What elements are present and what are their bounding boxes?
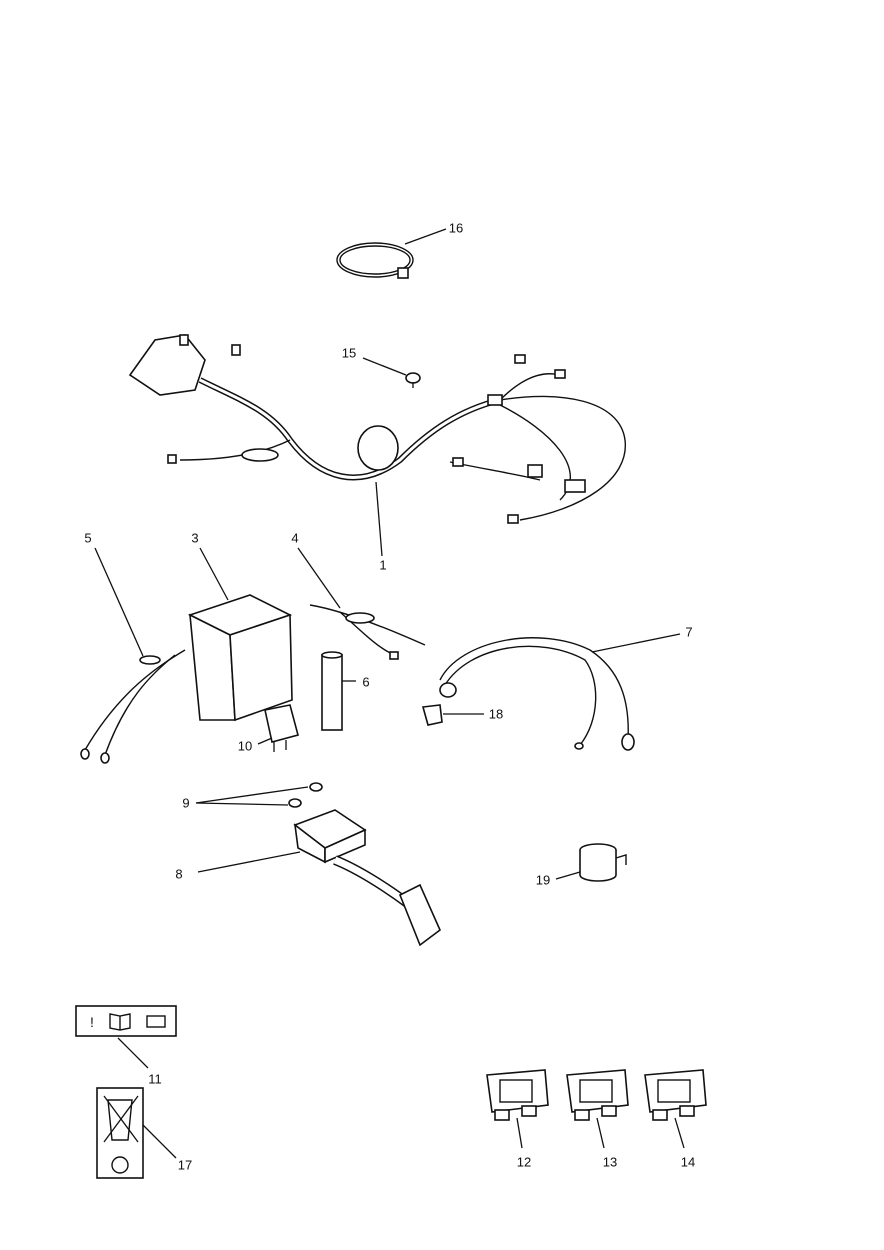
part-3-battery <box>187 547 293 722</box>
part-1-main-harness <box>128 334 626 557</box>
part-7-sub-harness <box>439 633 681 751</box>
part-18-connector <box>421 704 484 726</box>
part-15-clip <box>362 357 421 388</box>
warning-icon: ! <box>90 1014 94 1030</box>
callout-6: 6 <box>362 674 370 690</box>
callout-16: 16 <box>448 220 464 236</box>
part-14-fuse <box>644 1069 707 1149</box>
part-11-warning-label: ! <box>75 1005 177 1069</box>
callout-13: 13 <box>602 1154 618 1170</box>
callout-17: 17 <box>177 1157 193 1173</box>
part-8-regulator <box>197 809 441 947</box>
callout-11: 11 <box>148 1071 162 1087</box>
callout-8: 8 <box>175 866 183 882</box>
recycle-icon <box>111 1156 129 1174</box>
callout-4: 4 <box>291 530 299 546</box>
wheelie-bin-icon <box>107 1099 133 1141</box>
callout-9: 9 <box>182 795 190 811</box>
callout-19: 19 <box>535 872 551 888</box>
callout-18: 18 <box>488 706 504 722</box>
part-13-fuse <box>566 1069 629 1149</box>
part-9-screws <box>195 782 323 808</box>
callout-15: 15 <box>341 345 357 361</box>
callout-3: 3 <box>191 530 199 546</box>
part-5-battery-lead <box>80 547 186 764</box>
callout-10: 10 <box>237 738 253 754</box>
callout-5: 5 <box>84 530 92 546</box>
callout-12: 12 <box>516 1154 532 1170</box>
part-12-fuse <box>486 1069 549 1149</box>
battery-icon <box>146 1015 166 1028</box>
manual-book-icon <box>109 1013 131 1031</box>
part-4-battery-lead <box>297 547 426 660</box>
callout-1: 1 <box>379 557 387 573</box>
part-6-sleeve <box>321 651 356 731</box>
part-17-disposal-label <box>96 1087 177 1179</box>
part-16-cable-tie <box>336 228 447 279</box>
callout-7: 7 <box>685 624 693 640</box>
callout-14: 14 <box>680 1154 696 1170</box>
part-19-tape <box>555 843 627 882</box>
part-10-relay <box>257 704 299 752</box>
